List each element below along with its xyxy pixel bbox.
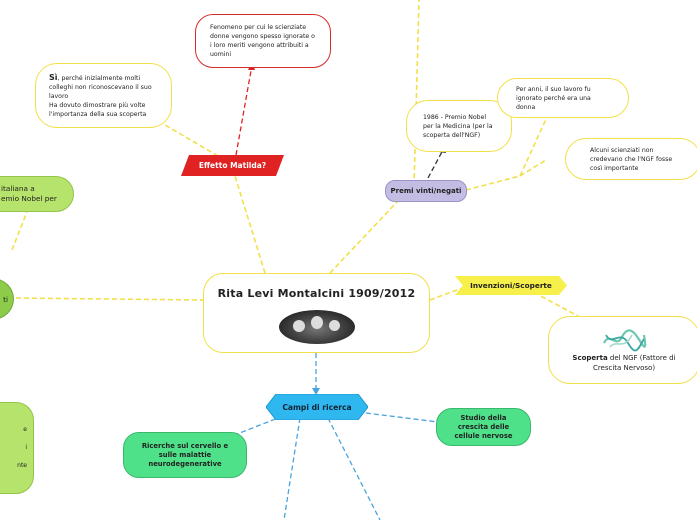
portrait-photo <box>278 310 355 344</box>
left-bottom-line1: e <box>23 426 27 433</box>
invenzioni-node[interactable] <box>455 276 567 295</box>
si-note-line1: , perché inizialmente molti colleghi non… <box>49 74 152 100</box>
alcuni-scienziati-node[interactable]: Alcuni scienziati non credevano che l'NG… <box>565 138 697 180</box>
scoperta-ngf-node[interactable]: Scoperta del NGF (Fattore di Crescita Ne… <box>548 316 697 384</box>
studio-text: Studio della crescita delle cellule nerv… <box>454 413 513 440</box>
per-anni-text: Per anni, il suo lavoro fu ignorato perc… <box>516 85 591 111</box>
si-note-node[interactable]: Sì, perché inizialmente molti colleghi n… <box>35 63 172 128</box>
matilda-definition-node[interactable]: Fenomeno per cui le scienziate donne ven… <box>195 14 331 68</box>
left-top-line1: italiana a <box>1 184 35 193</box>
premi-label: Premi vinti/negati <box>390 187 462 195</box>
effetto-matilda-node[interactable] <box>181 155 284 176</box>
protein-structure-icon <box>603 329 647 352</box>
studio-node[interactable]: Studio della crescita delle cellule nerv… <box>436 408 531 446</box>
central-topic[interactable]: Rita Levi Montalcini 1909/2012 <box>203 273 430 353</box>
left-top-node[interactable]: italiana a emio Nobel per <box>0 176 74 212</box>
ricerche-node[interactable]: Ricerche sul cervello e sulle malattie n… <box>123 432 247 478</box>
nobel-node[interactable]: 1986 - Premio Nobel per la Medicina (per… <box>406 100 512 152</box>
si-note-bold: Sì <box>49 72 58 82</box>
scoperta-ngf-text: Scoperta del NGF (Fattore di Crescita Ne… <box>567 353 681 373</box>
scoperta-bold: Scoperta <box>572 354 608 362</box>
premi-node[interactable]: Premi vinti/negati <box>385 180 467 202</box>
nobel-text: 1986 - Premio Nobel per la Medicina (per… <box>423 113 493 139</box>
left-top-line2: emio Nobel per <box>1 194 57 203</box>
effetto-matilda-label: Effetto Matilda? <box>198 161 267 170</box>
campi-label: Campi di ricerca <box>282 402 352 412</box>
si-note-text: Sì, perché inizialmente molti colleghi n… <box>49 73 158 119</box>
si-note-line2: Ha dovuto dimostrare più volte l'importa… <box>49 101 147 118</box>
left-bottom-line2: i <box>25 444 27 451</box>
campi-node[interactable] <box>266 394 368 420</box>
invenzioni-label: Invenzioni/Scoperte <box>470 281 552 290</box>
central-title: Rita Levi Montalcini 1909/2012 <box>217 287 416 300</box>
left-bottom-text: e i nte <box>17 421 27 475</box>
left-bottom-node[interactable]: e i nte <box>0 402 34 494</box>
alcuni-scienziati-text: Alcuni scienziati non credevano che l'NG… <box>590 146 673 172</box>
scoperta-rest: del NGF (Fattore di Crescita Nervoso) <box>592 354 676 372</box>
ricerche-text: Ricerche sul cervello e sulle malattie n… <box>141 441 229 468</box>
matilda-definition-text: Fenomeno per cui le scienziate donne ven… <box>210 24 315 58</box>
left-top-text: italiana a emio Nobel per <box>1 184 57 204</box>
left-mid-text: ti <box>3 294 8 304</box>
left-bottom-line3: nte <box>17 462 27 469</box>
per-anni-node[interactable]: Per anni, il suo lavoro fu ignorato perc… <box>497 78 629 118</box>
